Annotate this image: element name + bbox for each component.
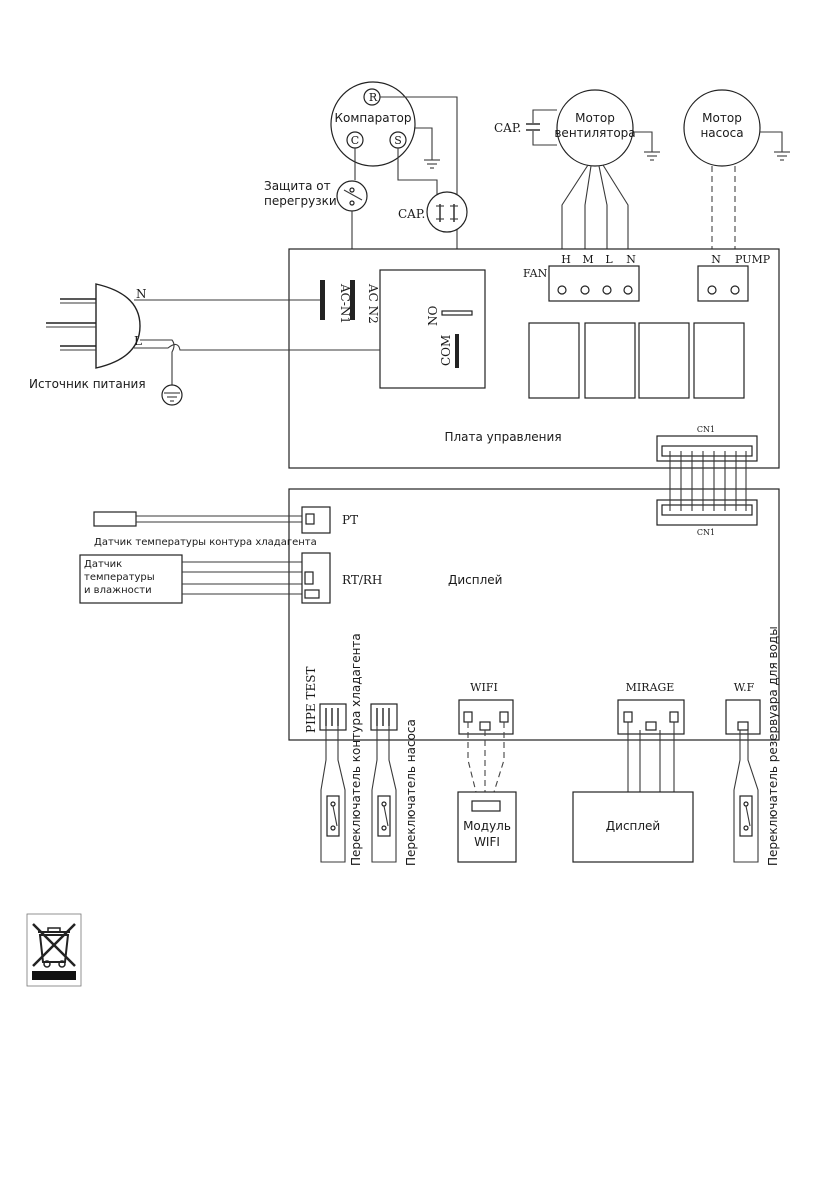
overload-protector bbox=[336, 180, 368, 212]
pump-motor-label-line2: насоса bbox=[700, 126, 743, 140]
display-module-label: Дисплей bbox=[606, 819, 660, 833]
fan-pin-n: N bbox=[626, 253, 636, 266]
plug-n-label: N bbox=[136, 287, 147, 301]
wf-label: W.F bbox=[734, 681, 755, 694]
overload-label-line1: Защита от bbox=[264, 179, 331, 193]
compressor-pin-c: C bbox=[351, 134, 359, 147]
plug-l-label: L bbox=[134, 334, 142, 348]
fan-pin-m: M bbox=[582, 253, 593, 266]
pipe-test-label: PIPE TEST bbox=[304, 667, 318, 733]
fan-motor-label-line2: вентилятора bbox=[554, 126, 635, 140]
pump-switch bbox=[371, 726, 397, 863]
relay-4 bbox=[693, 322, 745, 399]
ac-n2-label: AC N2 bbox=[366, 283, 380, 324]
overload-label-line2: перегрузки bbox=[264, 194, 337, 208]
pipe-switch-label: Переключатель контура хладагента bbox=[349, 633, 363, 866]
ground-icon bbox=[424, 159, 440, 169]
display-board-label: Дисплей bbox=[448, 573, 502, 587]
fan-pin-l: L bbox=[605, 253, 613, 266]
relay-1 bbox=[528, 322, 580, 399]
compressor-label: Компаратор bbox=[334, 111, 411, 125]
ac-n1-label: AC-N1 bbox=[338, 283, 352, 324]
relay-no-contact bbox=[441, 310, 473, 316]
compressor-pin-s: S bbox=[394, 134, 402, 147]
relay-2 bbox=[584, 322, 636, 399]
ground-icon bbox=[161, 384, 183, 406]
cn1-ribbon bbox=[669, 451, 747, 511]
rt-rh-label: RT/RH bbox=[342, 573, 382, 587]
th-sensor-label-line3: и влажности bbox=[84, 585, 152, 596]
test-connector bbox=[370, 703, 398, 731]
wifi-label: WIFI bbox=[470, 681, 498, 694]
fan-motor-label-line1: Мотор bbox=[575, 111, 615, 125]
control-board-label: Плата управления bbox=[444, 430, 561, 444]
pt-label: PT bbox=[342, 513, 358, 527]
fan-terminal-block bbox=[548, 265, 640, 302]
pump-pin-n: N bbox=[711, 253, 721, 266]
cap-fan-label: CAP. bbox=[494, 121, 521, 135]
cn1-bottom-label: CN1 bbox=[697, 528, 715, 537]
relay-no-label: NO bbox=[426, 306, 440, 327]
tank-switch-label: Переключатель резервуара для воды bbox=[766, 626, 780, 866]
relay-com-label: COM bbox=[439, 335, 453, 366]
pump-motor-label-line1: Мотор bbox=[702, 111, 742, 125]
th-sensor-label-line2: температуры bbox=[84, 572, 155, 583]
relay-block bbox=[379, 269, 486, 389]
fan-capacitor: CAP. bbox=[494, 109, 557, 146]
th-sensor-label-line1: Датчик bbox=[84, 559, 122, 570]
fan-motor: Мотор вентилятора bbox=[554, 89, 636, 167]
relay-3 bbox=[638, 322, 690, 399]
ac-n1-terminal bbox=[320, 280, 325, 320]
cn1-top-label: CN1 bbox=[697, 425, 715, 434]
power-plug bbox=[46, 283, 141, 369]
ground-icon bbox=[644, 151, 660, 161]
display-module bbox=[572, 791, 694, 863]
mirage-label: MIRAGE bbox=[626, 681, 675, 694]
pump-terminal-block bbox=[697, 265, 749, 302]
compressor: R C S Компаратор bbox=[330, 81, 416, 167]
temp-humidity-sensor bbox=[79, 554, 183, 604]
pipe-connector bbox=[319, 703, 347, 731]
pump-motor: Мотор насоса bbox=[683, 89, 761, 167]
compressor-pin-r: R bbox=[369, 91, 378, 104]
tank-switch bbox=[733, 730, 759, 863]
pump-switch-label: Переключатель насоса bbox=[404, 719, 418, 866]
cap-compressor-label: CAP. bbox=[398, 207, 425, 221]
wifi-module-label-line2: WIFI bbox=[474, 835, 500, 849]
power-source-label: Источник питания bbox=[29, 377, 146, 391]
pipe-sensor-label: Датчик температуры контура хладагента bbox=[94, 537, 317, 548]
ground-icon bbox=[774, 151, 790, 161]
compressor-capacitor: CAP. bbox=[398, 191, 468, 233]
pipe-switch bbox=[320, 726, 346, 863]
ac-n2-terminal bbox=[350, 280, 355, 320]
relay-com-contact bbox=[455, 334, 459, 368]
pump-terminal-label: PUMP bbox=[735, 253, 771, 266]
display-board bbox=[288, 488, 780, 741]
fan-pin-h: H bbox=[561, 253, 571, 266]
wifi-module-label-line1: Модуль bbox=[463, 819, 511, 833]
crossed-bin-icon bbox=[26, 913, 82, 987]
fan-terminal-label: FAN bbox=[523, 267, 548, 280]
pipe-temperature-probe bbox=[93, 511, 137, 527]
